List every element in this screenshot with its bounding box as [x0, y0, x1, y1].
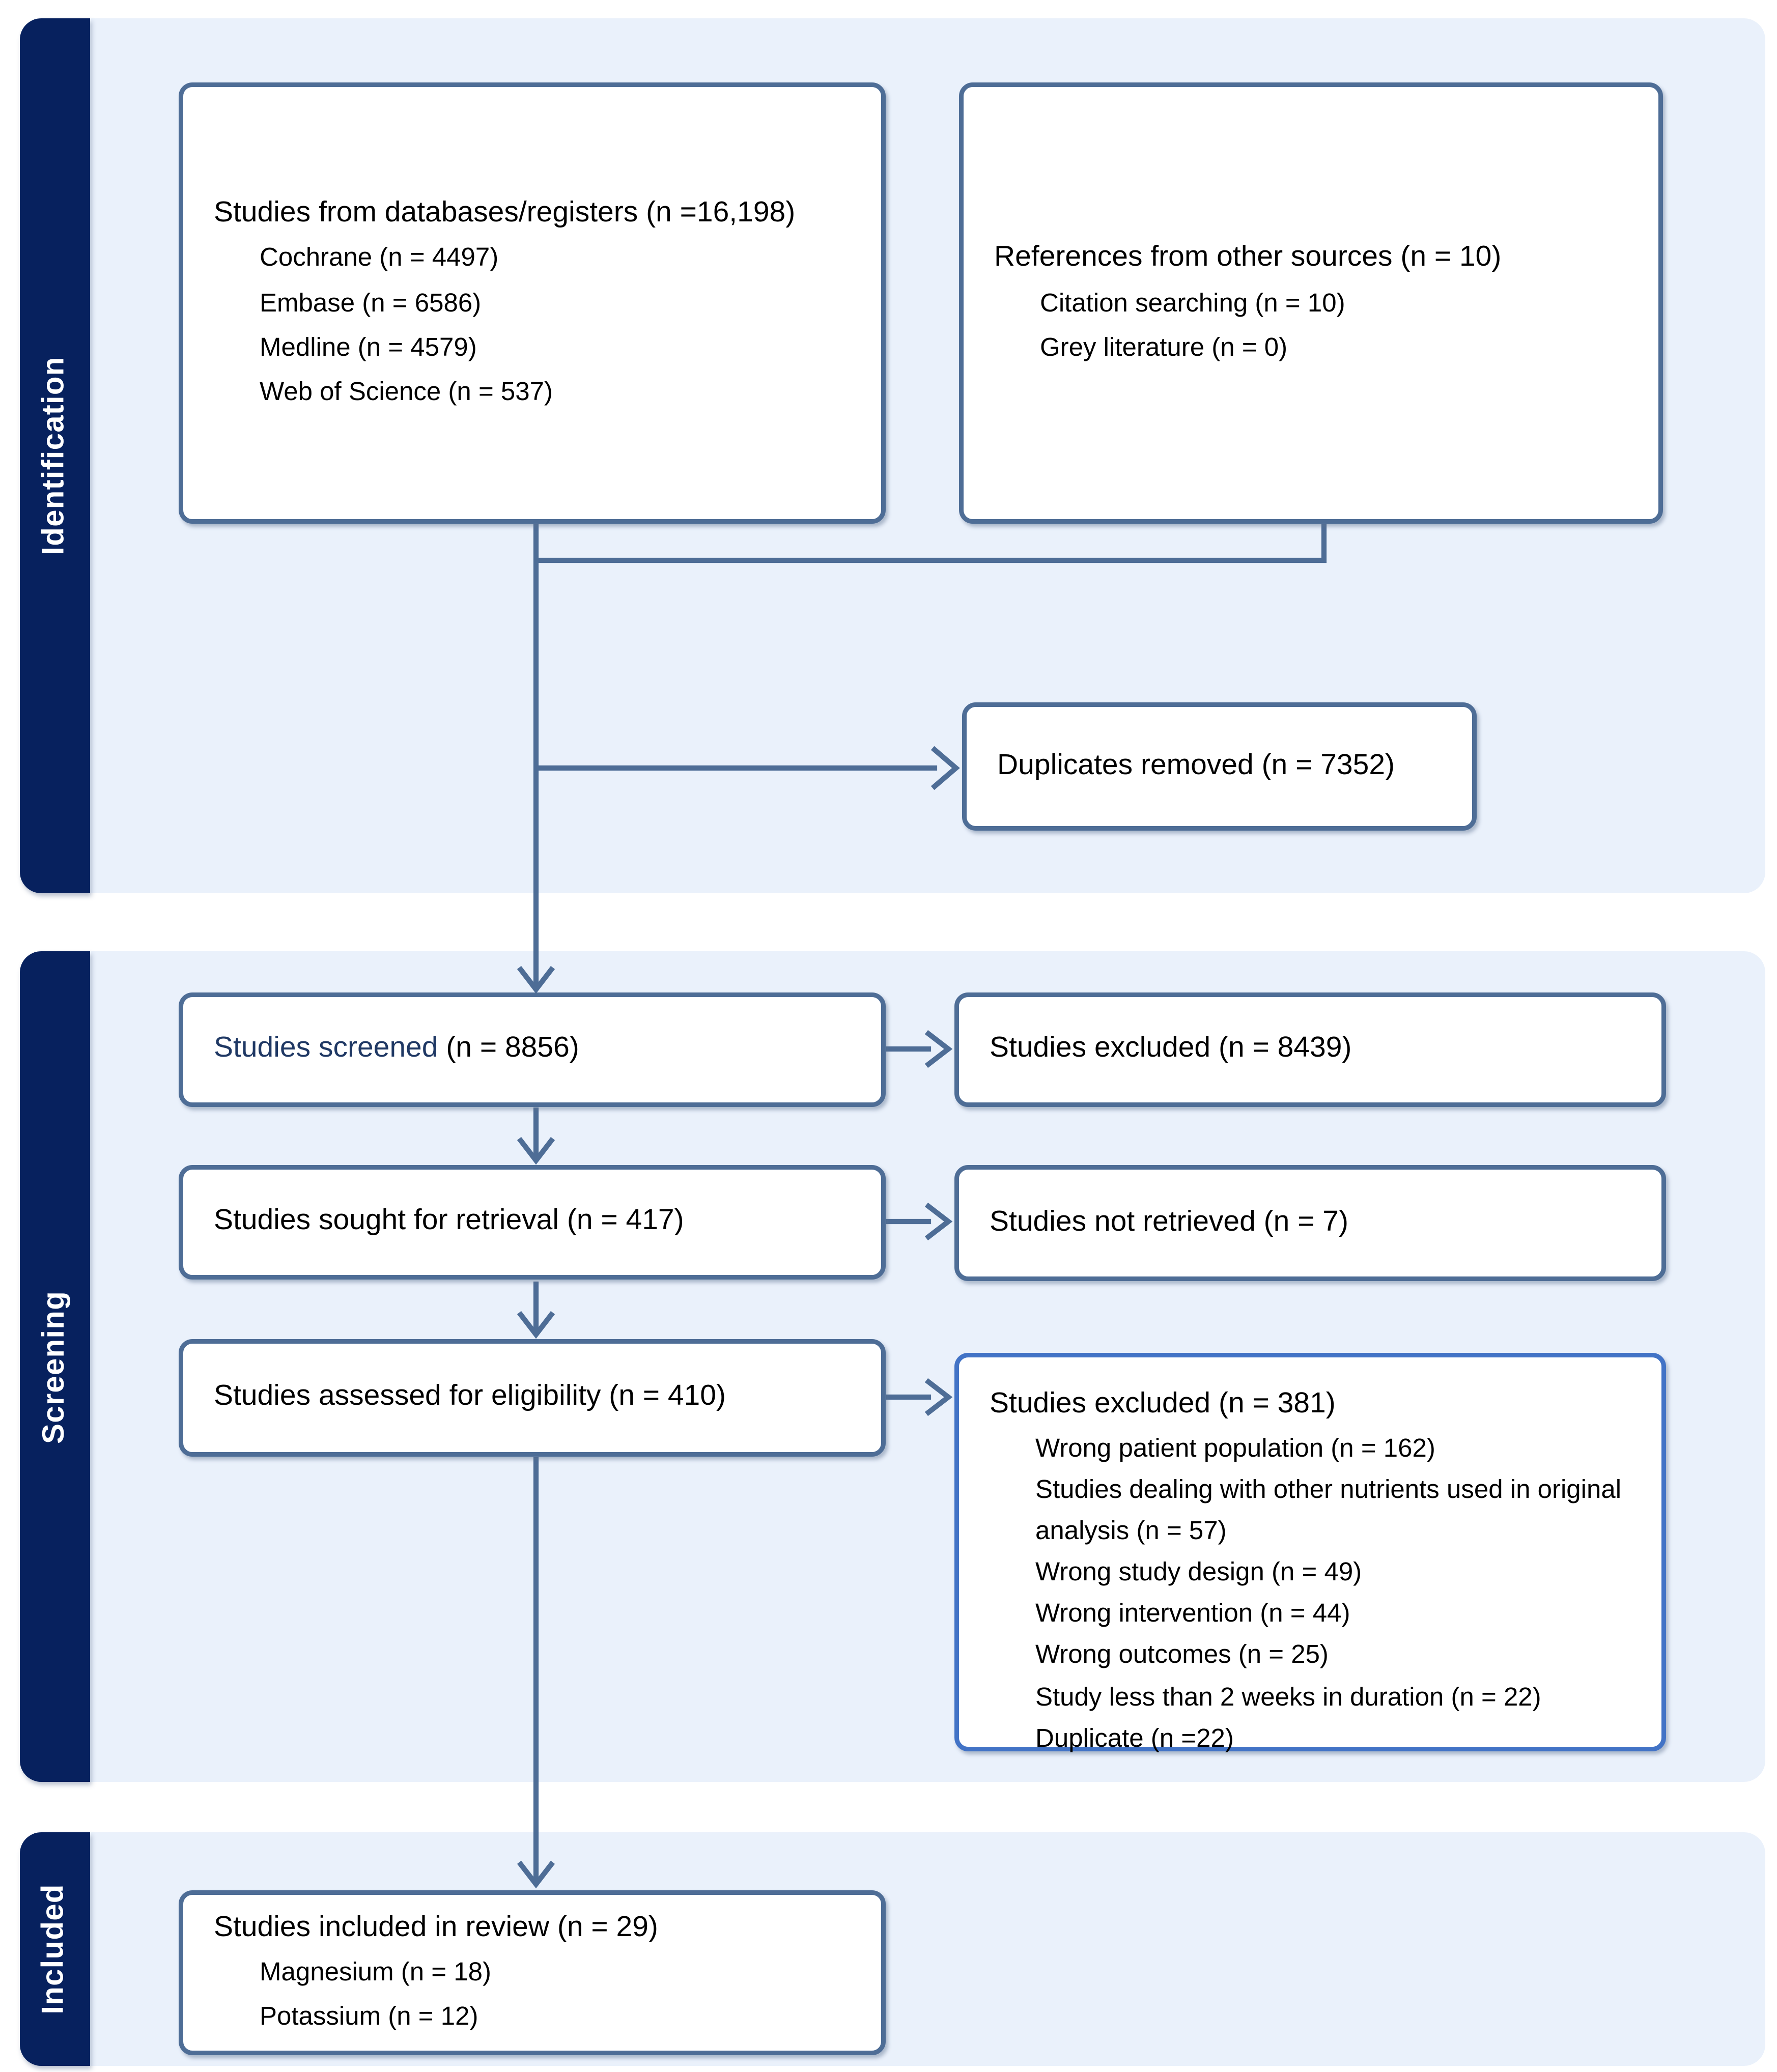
box-title: Studies from databases/registers (n =16,…	[214, 196, 796, 229]
box-item: Web of Science (n = 537)	[260, 377, 553, 406]
box-studies-excluded-screening: Studies excluded (n = 8439)	[954, 992, 1666, 1107]
box-item: Magnesium (n = 18)	[260, 1957, 491, 1987]
box-studies-sought-retrieval: Studies sought for retrieval (n = 417)	[179, 1165, 886, 1280]
box-item: Wrong patient population (n = 162)	[1035, 1433, 1435, 1462]
sidebar-label-identification: Identification	[37, 356, 71, 555]
box-title-rest: (n = 8856)	[438, 1032, 579, 1065]
box-title: Studies not retrieved (n = 7)	[990, 1206, 1348, 1238]
box-item: Grey literature (n = 0)	[1040, 332, 1288, 362]
sidebar-bar-identification: Identification	[20, 18, 90, 893]
box-item: Citation searching (n = 10)	[1040, 288, 1345, 317]
box-title-highlight: Studies screened	[214, 1032, 438, 1065]
box-item: Cochrane (n = 4497)	[260, 243, 499, 272]
sidebar-bar-included: Included	[20, 1832, 90, 2066]
box-studies-assessed-eligibility: Studies assessed for eligibility (n = 41…	[179, 1339, 886, 1457]
box-title: Duplicates removed (n = 7352)	[997, 749, 1395, 782]
box-title: References from other sources (n = 10)	[994, 241, 1502, 274]
box-duplicates-removed: Duplicates removed (n = 7352)	[962, 702, 1477, 831]
box-title: Studies assessed for eligibility (n = 41…	[214, 1380, 726, 1413]
box-studies-included-review: Studies included in review (n = 29) Magn…	[179, 1890, 886, 2055]
box-item: Wrong intervention (n = 44)	[1035, 1599, 1350, 1628]
box-item: Medline (n = 4579)	[260, 332, 477, 362]
box-item: Study less than 2 weeks in duration (n =…	[1035, 1682, 1541, 1711]
box-databases-registers: Studies from databases/registers (n =16,…	[179, 82, 886, 524]
box-title: Studies screened (n = 8856)	[214, 1028, 866, 1072]
box-item: Studies dealing with other nutrients use…	[1035, 1474, 1622, 1545]
box-item: Wrong outcomes (n = 25)	[1035, 1640, 1329, 1670]
box-studies-excluded-eligibility: Studies excluded (n = 381) Wrong patient…	[954, 1353, 1666, 1752]
box-item: Duplicate (n =22)	[1035, 1723, 1234, 1753]
sidebar-label-included: Included	[37, 1884, 71, 2014]
box-other-sources: References from other sources (n = 10) C…	[959, 82, 1663, 524]
box-item: Potassium (n = 12)	[260, 2002, 478, 2031]
box-title: Studies included in review (n = 29)	[214, 1911, 658, 1943]
box-studies-not-retrieved: Studies not retrieved (n = 7)	[954, 1165, 1666, 1281]
sidebar-label-screening: Screening	[37, 1290, 71, 1443]
box-title: Studies excluded (n = 381)	[990, 1388, 1336, 1420]
box-title: Studies excluded (n = 8439)	[990, 1032, 1352, 1065]
sidebar-bar-screening: Screening	[20, 951, 90, 1782]
box-title: Studies sought for retrieval (n = 417)	[214, 1205, 684, 1237]
box-item: Wrong study design (n = 49)	[1035, 1557, 1362, 1587]
box-item: Embase (n = 6586)	[260, 288, 482, 317]
box-studies-screened: Studies screened (n = 8856)	[179, 992, 886, 1107]
